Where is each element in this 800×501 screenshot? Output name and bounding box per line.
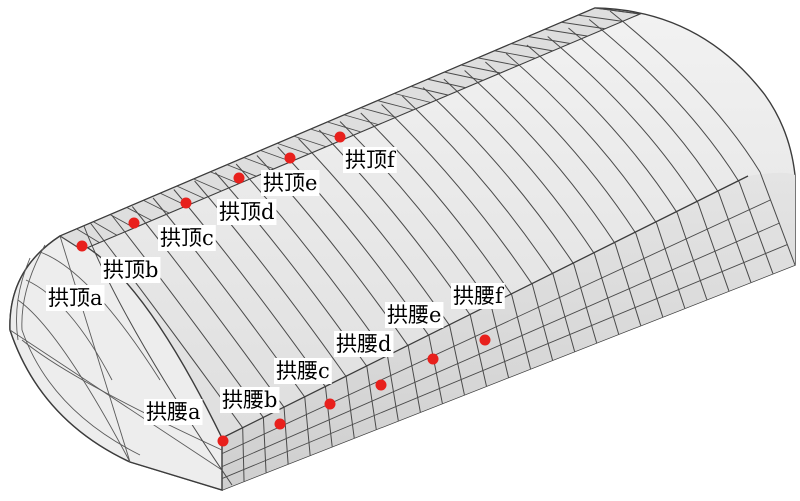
crown-label-bg-d	[217, 199, 277, 225]
crown-label-d: 拱顶d	[219, 200, 274, 224]
crown-strip-tick	[561, 21, 606, 30]
tunnel-side-surface	[222, 172, 795, 490]
crown-strip-tick	[327, 121, 362, 133]
ring-line	[360, 112, 532, 369]
ring-line	[609, 10, 796, 266]
crown-strip-tick	[377, 100, 414, 111]
crown-strip-tick	[444, 71, 484, 81]
crown-label-bg-f	[343, 147, 397, 173]
ring-line	[443, 78, 620, 335]
crown-strip-tick	[360, 107, 396, 118]
side-longitudinal-line	[221, 222, 780, 468]
crown-strip-tick	[494, 50, 536, 59]
haunch-label-bg-b	[220, 387, 280, 413]
haunch-point-c	[324, 398, 336, 410]
haunch-label-b: 拱腰b	[222, 388, 277, 412]
ring-line	[568, 27, 752, 283]
haunch-label-a: 拱腰a	[146, 400, 201, 424]
crown-strip-tick	[410, 85, 449, 96]
ring-line	[588, 19, 774, 274]
crown-strip-tick	[93, 221, 118, 236]
crown-point-d	[233, 172, 245, 184]
ring-line	[526, 44, 708, 300]
crown-label-f: 拱顶f	[345, 148, 397, 172]
haunch-label-bg-a	[144, 399, 203, 425]
haunch-label-f: 拱腰f	[453, 284, 505, 308]
crown-strip-tick	[578, 14, 623, 22]
crown-strip-tick	[143, 199, 170, 214]
ring-line	[381, 104, 554, 361]
crown-strip-tick	[461, 64, 501, 74]
crown-strip-tick	[394, 93, 431, 103]
crown-strip-tick	[277, 142, 309, 155]
crown-strip-tick	[293, 135, 327, 148]
ring-line	[401, 95, 576, 352]
side-longitudinal-line	[221, 244, 788, 479]
haunch-point-b	[274, 418, 286, 430]
crown-strip-tick	[227, 164, 257, 177]
haunch-label-d: 拱腰d	[336, 332, 391, 356]
ring-line	[194, 180, 355, 439]
crown-point-f	[334, 131, 346, 143]
crown-strip-tick	[76, 228, 100, 244]
crown-label-e: 拱顶e	[263, 171, 317, 195]
ring-line	[464, 70, 642, 326]
haunch-point-d	[375, 379, 387, 391]
crown-label-bg-a	[46, 285, 105, 311]
crown-strip-tick	[344, 114, 379, 126]
haunch-label-bg-c	[274, 358, 332, 384]
crown-strip-tick	[243, 157, 274, 170]
crown-point-a	[76, 240, 88, 252]
crown-strip-tick	[528, 36, 571, 44]
side-longitudinal-line	[221, 199, 771, 455]
crown-strip-tick	[594, 7, 641, 15]
ring-line	[547, 36, 730, 292]
crown-label-bg-e	[261, 170, 320, 196]
haunch-label-bg-f	[451, 283, 505, 309]
crown-strip-tick	[511, 43, 553, 52]
ring-line	[505, 53, 686, 309]
crown-strip-tick	[427, 78, 466, 89]
crown-strip-tick	[544, 28, 588, 37]
crown-point-e	[284, 152, 296, 164]
crown-label-bg-c	[158, 225, 216, 251]
haunch-label-c: 拱腰c	[276, 359, 330, 383]
haunch-label-bg-d	[334, 331, 394, 357]
end-face-mesh	[9, 235, 223, 471]
crown-strip-tick	[193, 178, 222, 192]
crown-strip-tick	[126, 207, 152, 221]
crown-label-bg-b	[101, 257, 161, 283]
crown-strip-tick	[176, 185, 205, 199]
ring-line	[485, 61, 664, 318]
crown-label-b: 拱顶b	[103, 258, 158, 282]
crown-point-b	[128, 217, 140, 229]
haunch-label-bg-e	[385, 302, 444, 328]
haunch-point-f	[479, 334, 491, 346]
crown-label-c: 拱顶c	[160, 226, 214, 250]
crown-point-c	[180, 197, 192, 209]
crown-strip-tick	[210, 171, 240, 185]
ring-line	[422, 87, 598, 344]
crown-label-a: 拱顶a	[48, 286, 103, 310]
ring-lines	[83, 225, 233, 486]
haunch-label-e: 拱腰e	[387, 303, 441, 327]
haunch-point-a	[217, 435, 229, 447]
crown-strip-tick	[477, 57, 519, 67]
haunch-point-e	[427, 353, 439, 365]
